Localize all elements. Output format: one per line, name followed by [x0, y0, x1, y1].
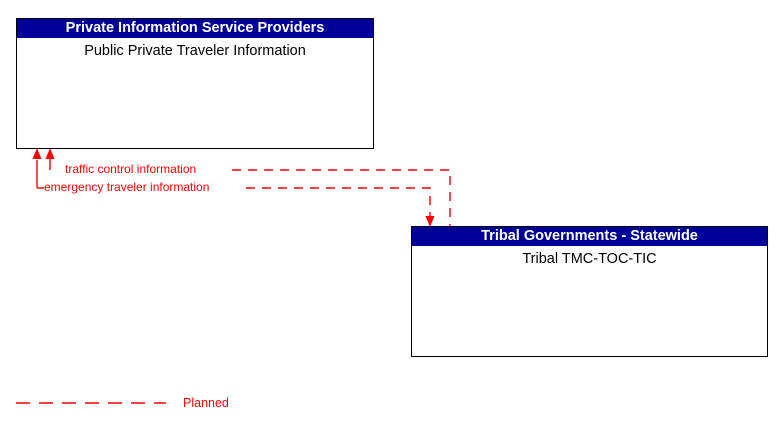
legend: Planned [16, 395, 336, 415]
flow-emergency-traveler-information [32, 148, 435, 227]
flow-emergency-traveler-dashed-route [246, 187, 431, 219]
flow-emergency-traveler-arrowhead-down [425, 216, 435, 227]
legend-swatch-planned-dashed-line [16, 402, 166, 404]
flow-traffic-control-dashed-route [232, 169, 451, 234]
node-private-information-service-providers[interactable]: Private Information Service Providers Pu… [16, 18, 374, 149]
node-header-private-information-service-providers: Private Information Service Providers [17, 19, 373, 38]
node-body-public-private-traveler-information: Public Private Traveler Information [17, 38, 373, 59]
flow-emergency-traveler-arrowhead-up [32, 148, 42, 159]
node-body-tribal-tmc-toc-tic: Tribal TMC-TOC-TIC [412, 246, 767, 267]
node-tribal-governments-statewide[interactable]: Tribal Governments - Statewide Tribal TM… [411, 226, 768, 357]
flow-label-emergency-traveler-information[interactable]: emergency traveler information [44, 180, 210, 194]
flow-traffic-control-information [45, 148, 451, 234]
flow-label-traffic-control-information[interactable]: traffic control information [65, 162, 197, 176]
legend-label-planned: Planned [183, 396, 229, 410]
node-header-tribal-governments-statewide: Tribal Governments - Statewide [412, 227, 767, 246]
flow-traffic-control-arrowhead-up [45, 148, 55, 159]
